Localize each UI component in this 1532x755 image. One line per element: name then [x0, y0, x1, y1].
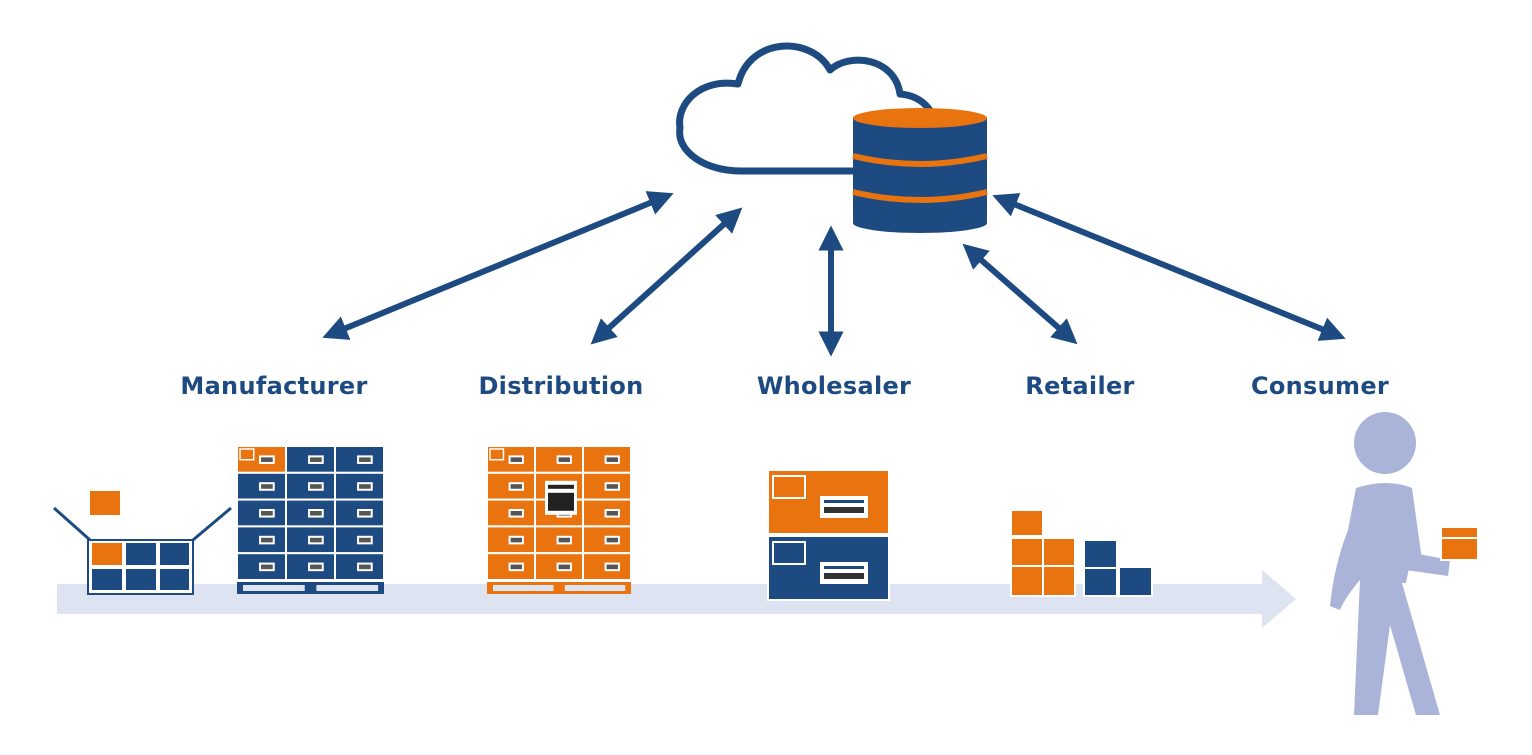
database-icon: [852, 108, 988, 233]
data-exchange-arrows: [322, 191, 1346, 357]
arrow-consumer: [992, 193, 1346, 341]
arrow-retailer: [962, 243, 1078, 345]
stage-label-distribution: Distribution: [478, 372, 644, 400]
shipping-boxes-icon: [767, 469, 890, 601]
orange-pallet-icon: [486, 445, 632, 594]
arrow-manufacturer: [322, 191, 674, 340]
open-box-icon: [53, 491, 232, 595]
person-icon: [1330, 412, 1450, 715]
stage-label-retailer: Retailer: [1025, 372, 1135, 400]
carried-box-icon: [1440, 526, 1479, 561]
stage-label-manufacturer: Manufacturer: [180, 372, 368, 400]
box-stack-icon: [1010, 509, 1153, 597]
blue-pallet-icon: [236, 445, 385, 594]
arrow-distribution: [590, 207, 743, 345]
stage-label-consumer: Consumer: [1250, 372, 1390, 400]
stage-label-wholesaler: Wholesaler: [756, 372, 912, 400]
